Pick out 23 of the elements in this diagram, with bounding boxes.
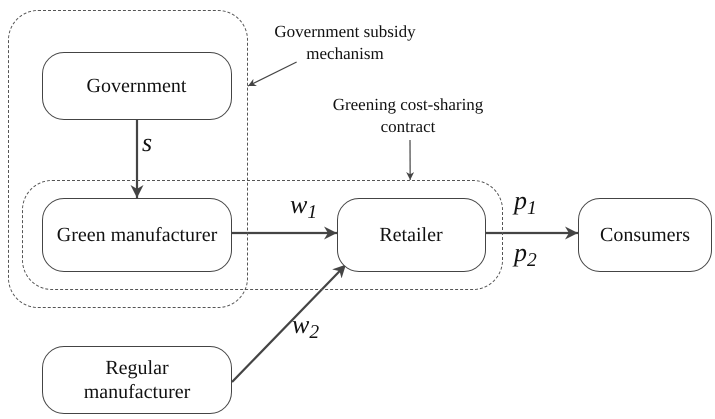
arrow bbox=[130, 120, 144, 198]
arrow bbox=[232, 226, 337, 240]
process-box bbox=[578, 198, 712, 272]
process-box bbox=[42, 346, 232, 414]
process-box bbox=[42, 52, 232, 120]
arrow bbox=[231, 264, 347, 383]
box-label: Government bbox=[86, 74, 188, 98]
box-label: Retailer bbox=[378, 222, 444, 246]
arrow bbox=[486, 226, 578, 240]
edge-label: p$_{1}$ bbox=[514, 186, 537, 216]
box-label: Regular manufacturer bbox=[82, 356, 192, 404]
leader-arrow bbox=[248, 61, 297, 87]
process-box bbox=[336, 198, 486, 272]
leader-arrow bbox=[406, 140, 414, 180]
edge-label: w$_{2}$ bbox=[292, 310, 320, 340]
process-box bbox=[42, 198, 232, 272]
edge-label: w$_{1}$ bbox=[290, 190, 318, 220]
box-label: Green manufacturer bbox=[56, 223, 218, 247]
price-symbol: p$_{2}$ bbox=[514, 238, 537, 268]
annotation-label: Government subsidy mechanism bbox=[273, 21, 417, 65]
annotation-label: Greening cost-sharing contract bbox=[332, 94, 484, 138]
edge-label: s bbox=[142, 128, 152, 158]
box-label: Consumers bbox=[599, 223, 691, 247]
